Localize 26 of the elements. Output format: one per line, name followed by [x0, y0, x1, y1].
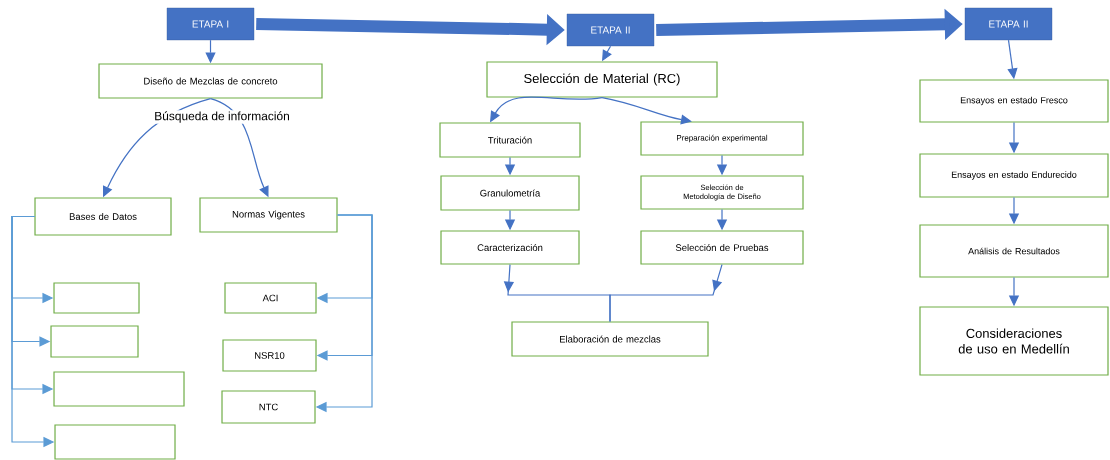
process-box: Selección de Pruebas: [640, 230, 804, 265]
process-box: Normas Vigentes: [199, 197, 338, 233]
empty-box: [54, 424, 176, 460]
process-box: NTC: [221, 390, 316, 424]
empty-box: [53, 282, 140, 314]
process-box: Caracterización: [440, 230, 580, 265]
process-box: Granulometría: [440, 175, 580, 211]
stage-box: ETAPA I: [166, 7, 255, 41]
arrow: [609, 264, 723, 322]
process-box: Bases de Datos: [34, 197, 172, 236]
process-box: Diseño de Mezclas de concreto: [98, 63, 323, 99]
process-box: Trituración: [439, 122, 581, 158]
process-box: NSR10: [222, 339, 317, 372]
stage-box: ETAPA II: [566, 13, 655, 47]
process-box: Elaboración de mezclas: [511, 321, 709, 357]
arrow: [601, 97, 692, 125]
process-box: Ensayos en estado Endurecido: [919, 153, 1109, 198]
process-box: Consideraciones de uso en Medellín: [919, 306, 1109, 376]
process-box: ACI: [224, 282, 317, 314]
empty-box: [53, 371, 185, 407]
process-box: Análisis de Resultados: [919, 224, 1109, 278]
process-box: Ensayos en estado Fresco: [919, 79, 1109, 123]
empty-box: [50, 325, 139, 358]
process-box: Selección de Material (RC): [486, 61, 718, 98]
stage-box: ETAPA II: [964, 7, 1053, 41]
section-label: Búsqueda de información: [153, 110, 291, 124]
